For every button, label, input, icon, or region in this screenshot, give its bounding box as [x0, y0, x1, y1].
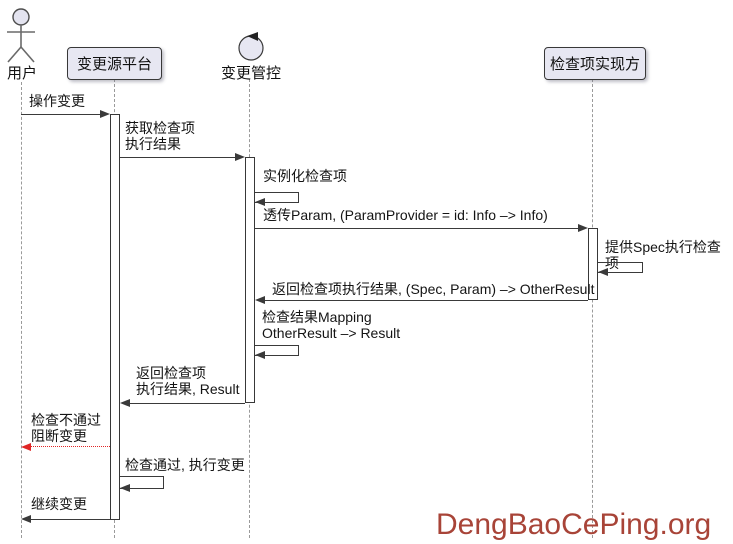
- control-icon: [236, 31, 266, 61]
- self-message-loop: [255, 192, 299, 203]
- arrow-head: [255, 351, 265, 359]
- self-message-loop: [120, 476, 164, 489]
- arrow-head: [255, 296, 265, 304]
- message-label: 检查通过, 执行变更: [125, 457, 245, 473]
- message-line: [30, 519, 110, 520]
- arrow-head: [120, 399, 130, 407]
- message-label: 检查不通过 阻断变更: [31, 412, 101, 444]
- message-line-blocked: [31, 446, 110, 447]
- activation-source-platform: [110, 114, 120, 520]
- participant-check-implementer: 检查项实现方: [544, 47, 646, 80]
- actor-icon: [3, 5, 39, 63]
- message-line: [255, 228, 579, 229]
- arrow-head: [255, 198, 265, 206]
- arrow-head: [578, 224, 588, 232]
- message-line: [264, 300, 588, 301]
- activation-change-control: [245, 157, 255, 403]
- message-line: [21, 114, 101, 115]
- message-label: 返回检查项执行结果, (Spec, Param) –> OtherResult: [272, 281, 595, 297]
- activation-check-implementer: [588, 228, 598, 300]
- message-label: 实例化检查项: [263, 168, 347, 184]
- message-label: 获取检查项 执行结果: [125, 120, 195, 152]
- self-message-loop: [598, 262, 643, 273]
- message-line: [120, 157, 236, 158]
- lifeline-user: [21, 82, 22, 538]
- arrow-head: [598, 268, 608, 276]
- actor-user: [3, 5, 39, 63]
- lifeline-check-implementer: [592, 79, 593, 538]
- message-line: [129, 403, 245, 404]
- arrow-head: [21, 515, 31, 523]
- arrow-head: [100, 110, 110, 118]
- participant-label-user: 用户: [6, 65, 37, 82]
- arrow-head-blocked: [21, 443, 31, 451]
- message-label: 透传Param, (ParamProvider = id: Info –> In…: [263, 207, 548, 223]
- message-label: 操作变更: [29, 93, 85, 109]
- watermark-text: DengBaoCePing.org: [436, 508, 712, 541]
- arrow-head: [235, 153, 245, 161]
- participant-source-platform: 变更源平台: [67, 47, 162, 80]
- participant-label-change-control: 变更管控: [220, 65, 281, 82]
- self-message-loop: [255, 345, 299, 356]
- arrow-head: [120, 484, 130, 492]
- message-label: 继续变更: [31, 496, 87, 512]
- message-label: 返回检查项 执行结果, Result: [136, 365, 240, 397]
- participant-label-source-platform: 变更源平台: [76, 56, 152, 73]
- message-label: 检查结果Mapping OtherResult –> Result: [262, 309, 401, 341]
- participant-label-check-implementer: 检查项实现方: [549, 56, 640, 73]
